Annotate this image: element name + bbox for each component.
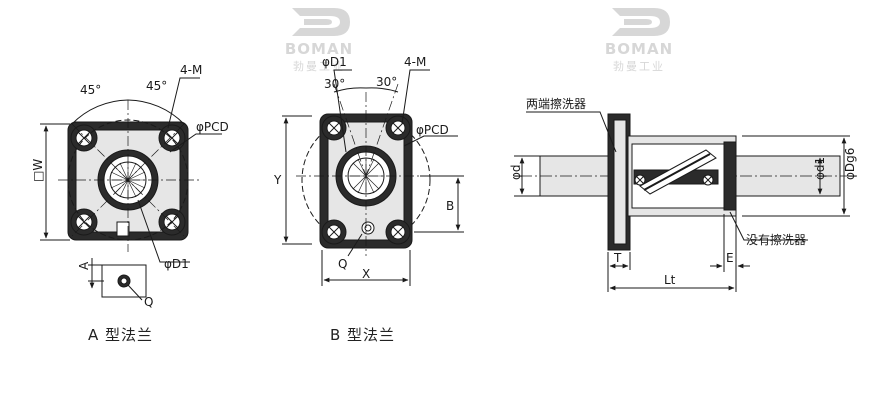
dim-a-a: A: [77, 261, 91, 270]
d1-side-label: φd1: [813, 157, 827, 180]
dim-x-b: X: [362, 267, 370, 281]
flange-a-labels: 45° 45° 4-M φPCD □W φD1 A Q: [31, 63, 229, 309]
watermark-brand: BOMAN: [284, 40, 354, 58]
watermark-tagline: 勃曼工业: [613, 60, 665, 73]
holes-b: 4-M: [404, 55, 426, 69]
holes-a: 4-M: [180, 63, 202, 77]
t-label: T: [613, 251, 622, 265]
angle-right-a: 45°: [146, 79, 167, 93]
e-label: E: [726, 251, 734, 265]
flange-b-front-view: [282, 69, 464, 286]
watermark-tagline: 勃曼工业: [293, 60, 345, 73]
d1-a: φD1: [164, 257, 189, 271]
flange-b-labels: 30° 30° φD1 4-M φPCD Y B Q X: [273, 55, 454, 281]
angle-right-b: 30°: [376, 75, 397, 89]
watermark-logo-right: BOMAN 勃曼工业: [584, 4, 694, 74]
dim-b-b: B: [446, 199, 454, 213]
pcd-a: φPCD: [196, 120, 229, 134]
shaft-d-label: φd: [509, 164, 523, 180]
angle-left-b: 30°: [324, 77, 345, 91]
wiper-both-label: 两端擦洗器: [526, 97, 586, 111]
angle-left-a: 45°: [80, 83, 101, 97]
pcd-b: φPCD: [416, 123, 449, 137]
wiper-none-label: 没有擦洗器: [746, 232, 806, 247]
d1-b: φD1: [322, 55, 347, 69]
boman-logo-icon: [612, 8, 670, 36]
nut-side-labels: 两端擦洗器 没有擦洗器 φd φd1 φDg6 T E Lt: [509, 97, 857, 287]
width-w-a: □W: [31, 159, 45, 182]
q-a: Q: [144, 295, 153, 309]
caption-type-a: A 型法兰: [88, 326, 154, 344]
caption-type-b: B 型法兰: [330, 326, 396, 344]
boman-logo-icon: [292, 8, 350, 36]
flange-a-section-view: [88, 258, 147, 301]
watermark-brand: BOMAN: [604, 40, 674, 58]
lt-label: Lt: [664, 273, 676, 287]
q-b: Q: [338, 257, 347, 271]
dim-y-b: Y: [273, 173, 282, 187]
flange-a-front-view: [40, 77, 222, 263]
nut-side-view: [514, 111, 860, 292]
dg6-label: φDg6: [843, 148, 857, 180]
watermark-logo-left: BOMAN 勃曼工业: [264, 4, 374, 74]
